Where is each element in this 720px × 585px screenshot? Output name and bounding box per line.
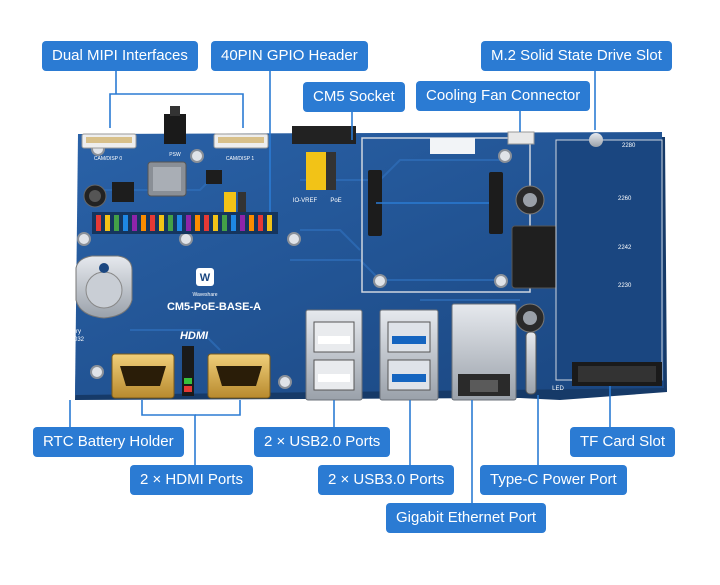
leader-hdmi-branch xyxy=(195,400,241,416)
gpio-pin xyxy=(267,215,272,231)
electrolytic-capacitor xyxy=(83,184,107,208)
label-usb3: 2 × USB3.0 Ports xyxy=(318,465,455,495)
gpio-header xyxy=(92,212,278,234)
gpio-pin xyxy=(168,215,173,231)
hdmi-port-0 xyxy=(111,353,175,399)
gpio-pin xyxy=(222,215,227,231)
silk-2230: 2230 xyxy=(618,283,632,289)
usb2-ports xyxy=(305,309,363,401)
label-typec: Type-C Power Port xyxy=(480,465,627,495)
gpio-pin xyxy=(213,215,218,231)
gpio-pin xyxy=(249,215,254,231)
silk-2242: 2242 xyxy=(618,245,632,251)
silk-2280: 2280 xyxy=(622,143,636,149)
gpio-pin xyxy=(186,215,191,231)
label-ethernet: Gigabit Ethernet Port xyxy=(386,503,547,533)
hdmi-port-1 xyxy=(207,353,271,399)
gpio-pin xyxy=(123,215,128,231)
label-rtc-battery: RTC Battery Holder xyxy=(33,427,184,457)
label-cm5-socket: CM5 Socket xyxy=(303,82,405,112)
hdmi-logo: HDMI xyxy=(180,330,209,342)
gpio-pin xyxy=(240,215,245,231)
ic-chip-2 xyxy=(206,170,222,184)
rtc-battery-holder xyxy=(75,255,133,319)
board-name: CM5-PoE-BASE-A xyxy=(167,301,261,313)
label-tf-card: TF Card Slot xyxy=(570,427,676,457)
gpio-pin xyxy=(159,215,164,231)
mipi-connector-1 xyxy=(213,133,269,149)
ethernet-port xyxy=(451,303,517,401)
tf-card-slot xyxy=(572,362,662,386)
gpio-pin xyxy=(132,215,137,231)
mipi-connector-0 xyxy=(81,133,137,149)
label-dual-mipi: Dual MIPI Interfaces xyxy=(42,41,198,71)
gpio-pin xyxy=(204,215,209,231)
pin-header-top xyxy=(292,126,356,144)
gpio-pin xyxy=(114,215,119,231)
silk-battery-line2: CR2032 xyxy=(62,337,85,343)
gpio-pin xyxy=(105,215,110,231)
waveshare-logo: W xyxy=(196,268,214,286)
silk-battery: Battery CR2032 xyxy=(62,329,85,343)
gpio-pin xyxy=(195,215,200,231)
io-vref-jumper xyxy=(306,152,336,190)
power-switch xyxy=(164,106,186,144)
svg-text:W: W xyxy=(200,272,211,284)
silk-battery-line1: Battery xyxy=(62,329,81,335)
brand-name: Waveshare xyxy=(192,292,217,298)
ic-chip xyxy=(112,182,134,202)
status-leds xyxy=(182,346,194,396)
label-fan-connector: Cooling Fan Connector xyxy=(416,81,591,111)
silk-psw: PSW xyxy=(169,152,181,158)
m2-slot xyxy=(555,133,663,381)
silk-2260: 2260 xyxy=(618,196,632,202)
gpio-pin xyxy=(177,215,182,231)
silk-cam0: CAM/DISP 0 xyxy=(94,156,122,162)
gpio-pin xyxy=(96,215,101,231)
label-gpio-header: 40PIN GPIO Header xyxy=(211,41,368,71)
label-hdmi: 2 × HDMI Ports xyxy=(130,465,253,495)
silk-io-vref: IO-VREF xyxy=(293,198,318,204)
leader-hdmi xyxy=(141,400,196,465)
gpio-pin xyxy=(258,215,263,231)
gpio-pin xyxy=(231,215,236,231)
inductor xyxy=(147,161,187,197)
fan-connector xyxy=(507,131,535,145)
bulk-capacitor xyxy=(515,185,545,215)
gpio-pin xyxy=(141,215,146,231)
label-m2-slot: M.2 Solid State Drive Slot xyxy=(481,41,672,71)
leader-mipi-branch xyxy=(109,93,244,128)
type-c-port xyxy=(515,303,545,395)
cm5-socket xyxy=(361,137,531,293)
silk-led: LED xyxy=(552,386,564,392)
label-usb2: 2 × USB2.0 Ports xyxy=(254,427,391,457)
gpio-pin xyxy=(150,215,155,231)
silk-cam1: CAM/DISP 1 xyxy=(226,156,254,162)
jumpers xyxy=(224,192,246,216)
leader-lines xyxy=(69,71,611,503)
usb3-ports xyxy=(379,309,439,401)
silk-poe: PoE xyxy=(330,198,341,204)
